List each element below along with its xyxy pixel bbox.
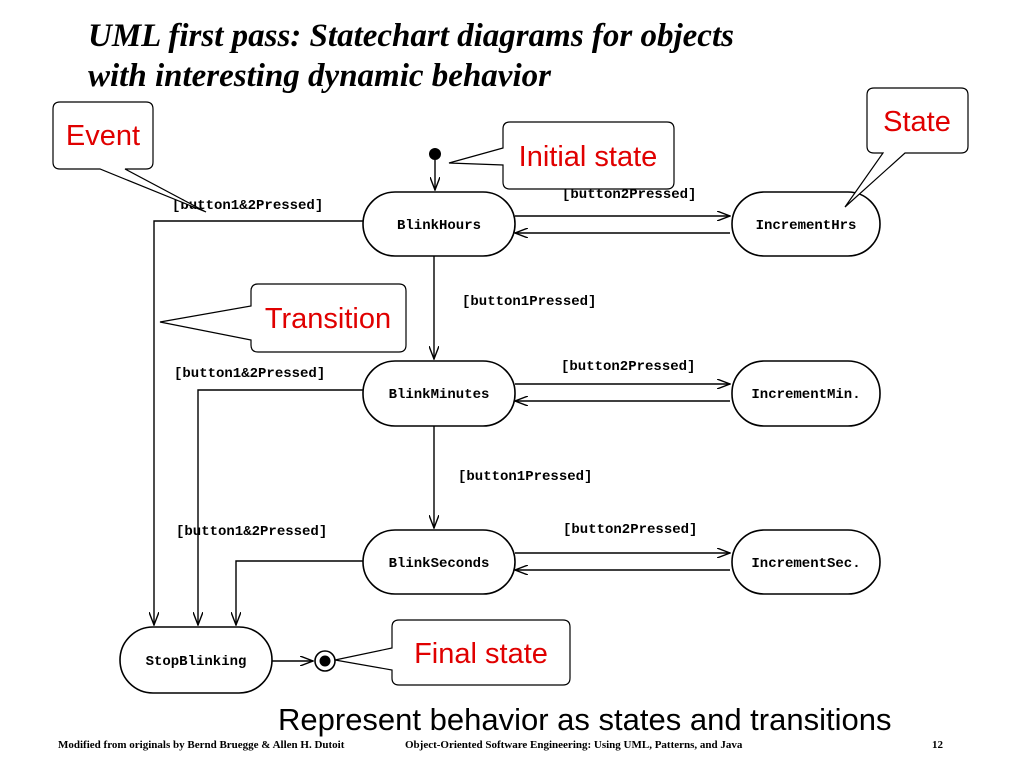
state-label-blink-hours: BlinkHours (397, 218, 481, 234)
callout-event: Event (52, 101, 207, 213)
callout-transition: Transition (159, 283, 407, 353)
footer-credit: Modified from originals by Bernd Bruegge… (58, 739, 345, 751)
state-label-blink-minutes: BlinkMinutes (389, 387, 490, 403)
final-state-marker (314, 650, 336, 672)
state-blink-minutes (362, 360, 516, 427)
guard-hours-b1: [button1Pressed] (462, 294, 596, 310)
guard-hours-b2: [button2Pressed] (562, 187, 696, 203)
state-increment-hrs (731, 191, 881, 257)
initial-state-dot (429, 148, 441, 160)
page-number: 12 (932, 739, 943, 751)
slide-title: UML first pass: Statechart diagrams for … (88, 16, 988, 96)
title-line-1: UML first pass: Statechart diagrams for … (88, 18, 734, 54)
callout-final-state-text: Final state (414, 638, 548, 670)
slide-subtitle: Represent behavior as states and transit… (278, 702, 892, 737)
guard-minutes-b12: [button1&2Pressed] (174, 366, 325, 382)
guard-minutes-b1: [button1Pressed] (458, 469, 592, 485)
guard-seconds-b12: [button1&2Pressed] (176, 524, 327, 540)
callout-event-text: Event (66, 120, 140, 152)
callout-initial-state-text: Initial state (519, 141, 658, 173)
callout-transition-text: Transition (265, 303, 391, 335)
state-label-increment-min: IncrementMin. (751, 387, 860, 403)
guard-hours-b12: [button1&2Pressed] (172, 198, 323, 214)
state-increment-sec (731, 529, 881, 595)
state-blink-seconds (362, 529, 516, 595)
guard-minutes-b2: [button2Pressed] (561, 359, 695, 375)
callout-state: State (844, 87, 969, 208)
footer-book-title: Object-Oriented Software Engineering: Us… (405, 739, 743, 751)
title-line-2: with interesting dynamic behavior (88, 58, 551, 94)
state-label-blink-seconds: BlinkSeconds (389, 556, 490, 572)
callout-final-state: Final state (334, 619, 571, 686)
transition-seconds-to-stop (236, 560, 363, 625)
transition-hours-to-stop (154, 220, 363, 625)
state-label-increment-sec: IncrementSec. (751, 556, 860, 572)
callout-state-text: State (883, 106, 951, 138)
state-label-stop-blinking: StopBlinking (146, 654, 247, 670)
state-blink-hours (362, 191, 516, 257)
state-stop-blinking (119, 626, 273, 694)
guard-seconds-b2: [button2Pressed] (563, 522, 697, 538)
state-label-increment-hrs: IncrementHrs (756, 218, 857, 234)
transition-minutes-to-stop (198, 389, 363, 625)
state-increment-min (731, 360, 881, 427)
callout-initial-state: Initial state (448, 121, 675, 190)
